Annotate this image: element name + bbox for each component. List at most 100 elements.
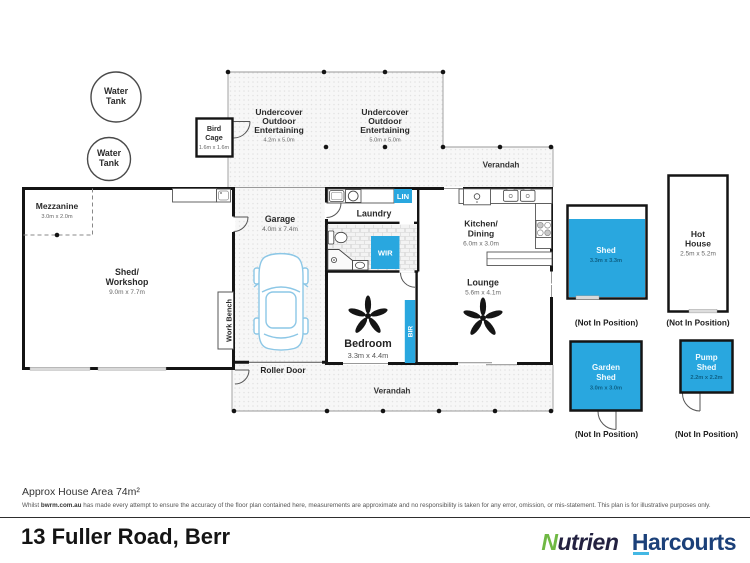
disclaimer-source: bwrm.com.au xyxy=(40,502,82,509)
car-icon xyxy=(253,252,309,351)
entertaining-label: Undercover xyxy=(361,107,409,117)
water-tank-label: Water xyxy=(104,86,129,96)
garden-shed-label: Shed xyxy=(596,373,616,382)
shed-label: Shed xyxy=(596,246,616,255)
bird-cage-label: Cage xyxy=(205,133,223,142)
entertaining-dims: 5.0m x 5.0m xyxy=(369,138,401,144)
house-area-text: Approx House Area 74m² xyxy=(22,486,140,498)
door-arc-icon xyxy=(233,216,249,232)
work-bench-label: Work Bench xyxy=(225,299,234,342)
hot-house-label: House xyxy=(685,239,711,249)
kitchen-label: Kitchen/ xyxy=(464,219,498,229)
window xyxy=(444,186,463,191)
water-tank-label: Tank xyxy=(106,96,126,106)
entertaining-label: Entertaining xyxy=(254,125,304,135)
outdoor-areas xyxy=(227,71,554,412)
lounge-dims: 5.6m x 4.1m xyxy=(465,290,501,297)
shed-door xyxy=(97,367,167,371)
door-arc-icon xyxy=(682,393,701,412)
door-arc-icon xyxy=(234,369,250,385)
nutrien-logo: Nutrien xyxy=(541,529,619,555)
entertaining-label: Outdoor xyxy=(368,116,402,126)
garden-shed-label: Garden xyxy=(592,363,620,372)
mezzanine-dims: 3.0m x 2.0m xyxy=(41,214,73,220)
vanity-sink-icon xyxy=(352,260,369,271)
walk-in-robe xyxy=(371,236,400,269)
window xyxy=(343,361,388,366)
water-tank-1: Water Tank xyxy=(90,71,142,123)
hot-house-dims: 2.5m x 5.2m xyxy=(680,251,716,258)
mezzanine-label: Mezzanine xyxy=(36,201,79,211)
washing-machine-icon xyxy=(345,189,362,203)
shed-workshop-label: Workshop xyxy=(106,277,149,287)
roller-door-label: Roller Door xyxy=(260,365,306,375)
toilet-icon xyxy=(327,230,348,245)
water-tank-2: Water Tank xyxy=(86,136,132,182)
pump-shed-label: Pump xyxy=(695,353,717,362)
laundry-tub-icon xyxy=(172,188,231,203)
water-tank-label: Water xyxy=(97,148,122,158)
shed-workshop-label: Shed/ xyxy=(115,267,140,277)
garage-label: Garage xyxy=(265,214,295,224)
bathroom: WIR xyxy=(327,224,417,271)
bedroom-label: Bedroom xyxy=(344,338,391,350)
kitchen: Kitchen/ Dining 6.0m x 3.0m xyxy=(458,188,553,266)
linen-cupboard xyxy=(394,189,412,203)
disclaimer-rest: has made every attempt to ensure the acc… xyxy=(83,502,711,509)
outbuilding-pump-shed: Pump Shed 2.2m x 2.2m (Not In Position) xyxy=(675,339,738,439)
window xyxy=(549,271,554,297)
entertaining-label: Outdoor xyxy=(262,116,296,126)
door-arc-icon xyxy=(326,202,342,218)
harcourts-wordmark: Harcourts xyxy=(631,529,737,555)
not-in-position-note: (Not In Position) xyxy=(675,430,738,439)
door-arc-icon xyxy=(400,272,416,288)
entertaining-label: Undercover xyxy=(255,107,303,117)
work-bench: Work Bench xyxy=(217,291,234,350)
mezzanine-outline xyxy=(23,188,93,236)
not-in-position-note: (Not In Position) xyxy=(575,430,638,439)
water-tank-label: Tank xyxy=(99,158,119,168)
harcourts-logo: Harcourts xyxy=(631,529,737,556)
shed-workshop-dims: 9.0m x 7.7m xyxy=(109,289,145,296)
verandah-label: Verandah xyxy=(374,387,411,396)
house-walls xyxy=(235,187,553,365)
shed-dims: 3.3m x 3.3m xyxy=(590,258,622,264)
not-in-position-note: (Not In Position) xyxy=(575,319,638,328)
footer-divider xyxy=(0,517,750,518)
built-in-robe xyxy=(404,300,416,363)
kitchen-sink-icon xyxy=(503,188,536,202)
stove-icon xyxy=(463,188,491,206)
bird-cage-label: Bird xyxy=(207,124,221,133)
cooktop-icon xyxy=(535,220,552,238)
garage-dims: 4.0m x 7.4m xyxy=(262,226,298,233)
hot-house-label: Hot xyxy=(691,229,705,239)
not-in-position-note: (Not In Position) xyxy=(666,319,729,328)
kitchen-dims: 6.0m x 3.0m xyxy=(463,241,499,248)
bedroom: Bedroom 3.3m x 4.4m BIR xyxy=(344,295,416,363)
lounge-label: Lounge xyxy=(467,278,499,288)
kitchen-label: Dining xyxy=(468,229,494,239)
bird-cage-dims: 1.6m x 1.6m xyxy=(199,145,230,151)
outdoor-labels: Undercover Outdoor Entertaining 4.2m x 5… xyxy=(254,107,519,396)
floor-plan: Water Tank Water Tank Bird Cage 1.6m x 1… xyxy=(22,69,738,439)
disclaimer-prefix: Whilst xyxy=(22,502,40,509)
shed-workshop: Work Bench Mezzanine 3.0m x 2.0m Shed/ W… xyxy=(22,187,235,371)
laundry-label: Laundry xyxy=(357,209,392,219)
verandah-label: Verandah xyxy=(483,161,520,170)
shed-door xyxy=(29,367,91,371)
plan-footer: Approx House Area 74m² Whilst bwrm.com.a… xyxy=(0,480,750,563)
garden-shed-dims: 3.0m x 3.0m xyxy=(590,386,622,392)
wir-label: WIR xyxy=(378,249,393,258)
entertaining-dims: 4.2m x 5.0m xyxy=(263,138,295,144)
island-bench xyxy=(486,251,553,266)
outbuilding-garden-shed: Garden Shed 3.0m x 3.0m (Not In Position… xyxy=(569,340,643,439)
bird-cage: Bird Cage 1.6m x 1.6m xyxy=(195,117,234,158)
openings xyxy=(231,186,554,366)
verandah-posts xyxy=(54,69,554,414)
lin-label: LIN xyxy=(397,192,409,201)
disclaimer-text: Whilst bwrm.com.au has made every attemp… xyxy=(22,502,711,509)
outbuilding-shed: Shed 3.3m x 3.3m (Not In Position) xyxy=(566,204,648,328)
laundry: LIN Laundry xyxy=(327,188,412,219)
door-arc-icon xyxy=(233,121,251,139)
property-address: 13 Fuller Road, Berr xyxy=(21,524,231,549)
